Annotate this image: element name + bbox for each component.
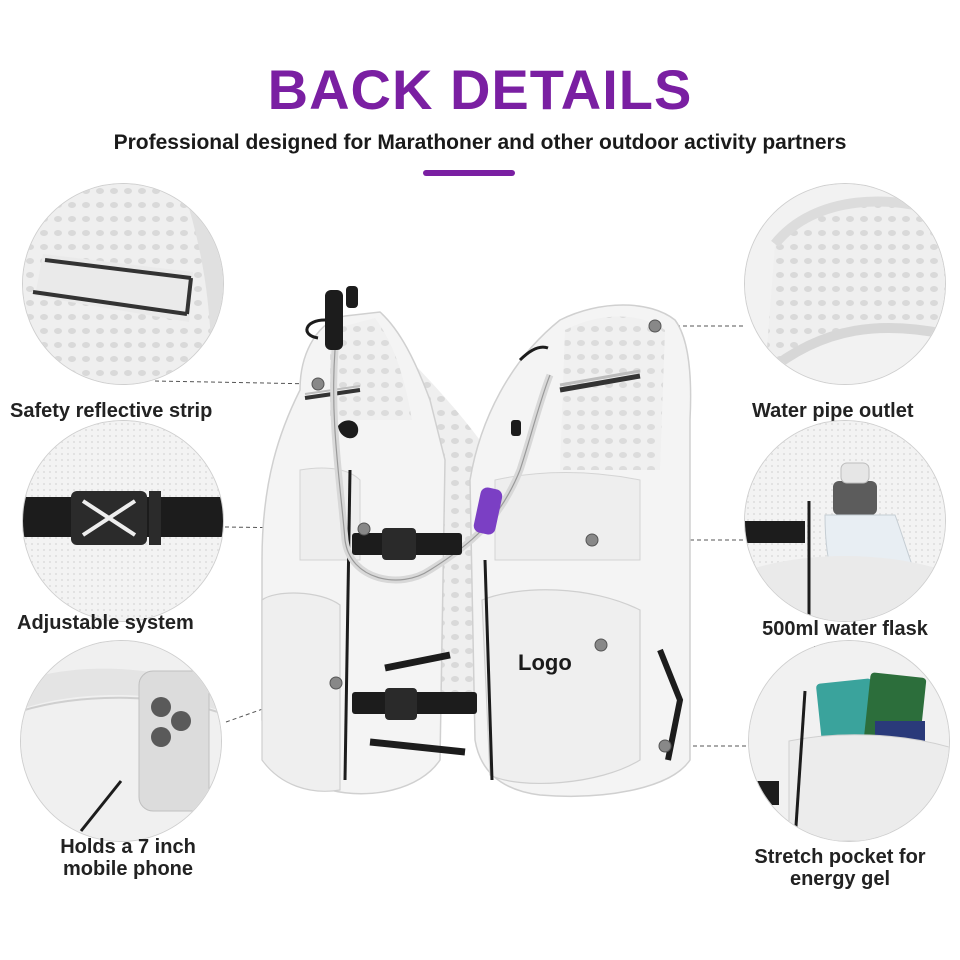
label-phone-line2: mobile phone	[63, 858, 193, 880]
label-water-pipe-outlet: Water pipe outlet	[752, 400, 914, 422]
label-reflective-strip: Safety reflective strip	[10, 400, 213, 422]
detail-circle-reflective-strip	[22, 183, 224, 385]
detail-circle-water-flask-pocket	[744, 420, 946, 622]
vest-logo: Logo	[518, 650, 572, 675]
label-gel-line1: Stretch pocket for	[754, 846, 926, 868]
page-title: BACK DETAILS	[267, 58, 693, 121]
detail-circle-phone-pocket	[20, 640, 222, 842]
accent-bar	[423, 170, 515, 176]
label-gel-line2: energy gel	[789, 868, 891, 890]
label-adjustable-system: Adjustable system	[17, 612, 194, 634]
detail-circle-adjustable-system	[22, 420, 224, 622]
page-subtitle: Professional designed for Marathoner and…	[113, 131, 847, 154]
detail-circle-water-pipe-outlet	[744, 183, 946, 385]
label-energy-gel-pocket: Stretch pocket for energy gel	[738, 846, 942, 890]
label-phone-pocket: Holds a 7 inch mobile phone	[28, 836, 228, 880]
label-flask-line1: 500ml water flask	[762, 618, 928, 640]
label-phone-line1: Holds a 7 inch	[60, 836, 196, 858]
detail-circle-energy-gel-pocket	[748, 640, 950, 842]
